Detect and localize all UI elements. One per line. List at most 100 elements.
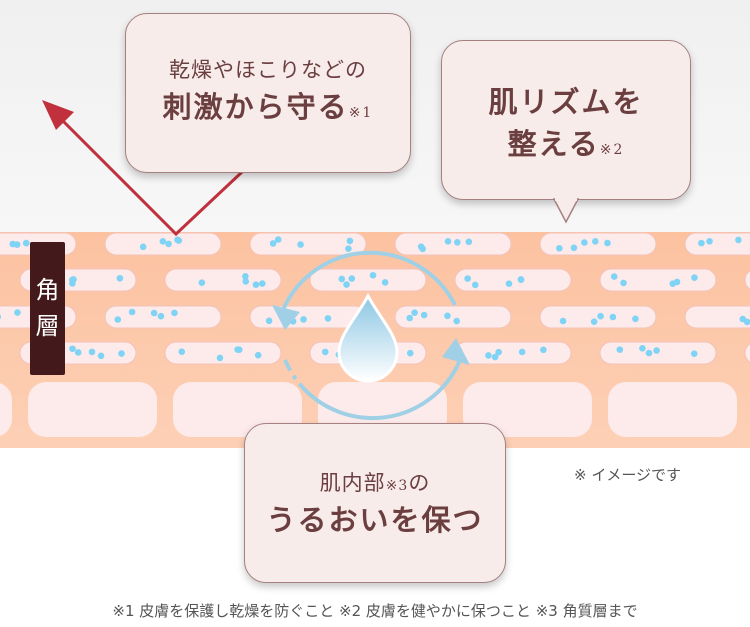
- moisture-dot: [406, 314, 414, 322]
- moisture-dot: [175, 237, 183, 244]
- note-mark: ※1: [348, 105, 374, 121]
- moisture-dot: [254, 351, 262, 359]
- moisture-dot: [178, 348, 186, 355]
- moisture-dot: [369, 271, 377, 279]
- moisture-cycle-icon: [272, 250, 470, 421]
- skin-cell: [684, 305, 750, 329]
- moisture-dot: [346, 237, 354, 245]
- bubble-tail: [553, 198, 579, 224]
- lower-cell: [463, 382, 592, 437]
- bubble-text: の: [408, 471, 431, 495]
- moisture-dot: [491, 353, 499, 361]
- moisture-dot: [616, 346, 624, 353]
- moisture-dot: [171, 309, 178, 317]
- moisture-dot: [540, 346, 547, 354]
- moisture-dot: [159, 238, 167, 245]
- moisture-dot: [252, 281, 260, 288]
- moisture-dot: [471, 281, 479, 289]
- bubble-text: 乾燥やほこりなどの: [169, 58, 367, 82]
- moisture-dot: [128, 308, 136, 316]
- bubble-heading: 整える: [507, 127, 600, 161]
- moisture-dot: [265, 317, 273, 325]
- bubble-moisture: 肌内部※3の うるおいを保つ: [244, 423, 506, 583]
- moisture-dot: [114, 316, 122, 323]
- moisture-dot: [216, 354, 224, 362]
- moisture-dot: [581, 239, 588, 246]
- skin-cell: [684, 232, 750, 256]
- moisture-dot: [570, 244, 578, 252]
- image-note: ※ イメージです: [574, 466, 682, 484]
- bubble-heading: 刺激から守る: [162, 90, 349, 124]
- moisture-dot: [610, 273, 618, 280]
- skin-cell: [539, 232, 657, 256]
- moisture-dot: [300, 316, 307, 323]
- skin-cell: [164, 268, 282, 292]
- moisture-dot: [69, 345, 76, 353]
- moisture-dot: [698, 239, 705, 247]
- moisture-dot: [597, 312, 604, 320]
- bubble-heading: うるおいを保つ: [266, 503, 484, 537]
- moisture-dot: [417, 243, 425, 251]
- moisture-dot: [691, 274, 698, 281]
- skin-cell: [454, 268, 572, 292]
- skin-cell: [744, 270, 750, 290]
- moisture-dot: [518, 348, 526, 356]
- moisture-dot: [411, 309, 418, 316]
- moisture-dot: [14, 309, 21, 316]
- skin-cell: [394, 232, 512, 256]
- moisture-dot: [454, 239, 461, 246]
- bubble-heading: 肌リズムを: [488, 85, 644, 119]
- moisture-dot: [592, 238, 599, 245]
- moisture-dot: [669, 280, 677, 287]
- note-mark: ※2: [599, 142, 625, 158]
- skin-cell: [309, 268, 427, 292]
- moisture-dot: [444, 238, 452, 245]
- moisture-dot: [632, 315, 639, 323]
- moisture-dot: [590, 318, 598, 325]
- water-drop-icon: [337, 292, 399, 383]
- moisture-dot: [444, 312, 451, 320]
- moisture-dot: [653, 347, 660, 354]
- moisture-dot: [464, 275, 471, 282]
- note-mark: ※3: [385, 478, 409, 494]
- moisture-dot: [556, 244, 563, 252]
- moisture-dot: [381, 279, 389, 286]
- moisture-dot: [620, 279, 627, 287]
- moisture-dot: [348, 275, 356, 282]
- moisture-dot: [269, 240, 277, 247]
- moisture-dot: [74, 349, 82, 356]
- moisture-dot: [9, 240, 17, 248]
- moisture-dot: [645, 349, 653, 357]
- lower-cell: [608, 382, 737, 437]
- moisture-dot: [321, 348, 329, 356]
- moisture-dot: [150, 309, 158, 317]
- moisture-dot: [465, 238, 473, 246]
- moisture-dot: [706, 237, 713, 245]
- moisture-dot: [97, 352, 105, 360]
- moisture-dot: [338, 275, 346, 283]
- moisture-dot: [274, 236, 282, 243]
- moisture-dot: [609, 313, 617, 321]
- bubble-rhythm: 肌リズムを 整える※2: [441, 40, 691, 200]
- moisture-dot: [70, 276, 77, 283]
- moisture-dot: [639, 344, 646, 352]
- moisture-dot: [22, 239, 30, 247]
- moisture-dot: [517, 276, 525, 283]
- lower-cell: [28, 382, 157, 437]
- lower-cell: [0, 383, 12, 436]
- bubble-protect: 乾燥やほこりなどの 刺激から守る※1: [125, 13, 411, 173]
- moisture-dot: [118, 350, 125, 357]
- skin-cell: [394, 305, 512, 329]
- moisture-dot: [485, 352, 492, 359]
- moisture-dot: [0, 314, 2, 320]
- moisture-dot: [406, 349, 414, 357]
- skin-cell: [744, 343, 750, 363]
- moisture-dot: [88, 348, 96, 356]
- moisture-dot: [242, 278, 250, 285]
- moisture-dot: [743, 318, 750, 326]
- bubble-text: 肌内部: [319, 471, 386, 495]
- barrier-arrow-icon: [42, 100, 244, 237]
- moisture-dot: [453, 317, 460, 325]
- footnote: ※1 皮膚を保護し乾燥を防ぐこと ※2 皮膚を健やかに保つこと ※3 角質層まで: [112, 602, 638, 620]
- moisture-dot: [324, 315, 332, 322]
